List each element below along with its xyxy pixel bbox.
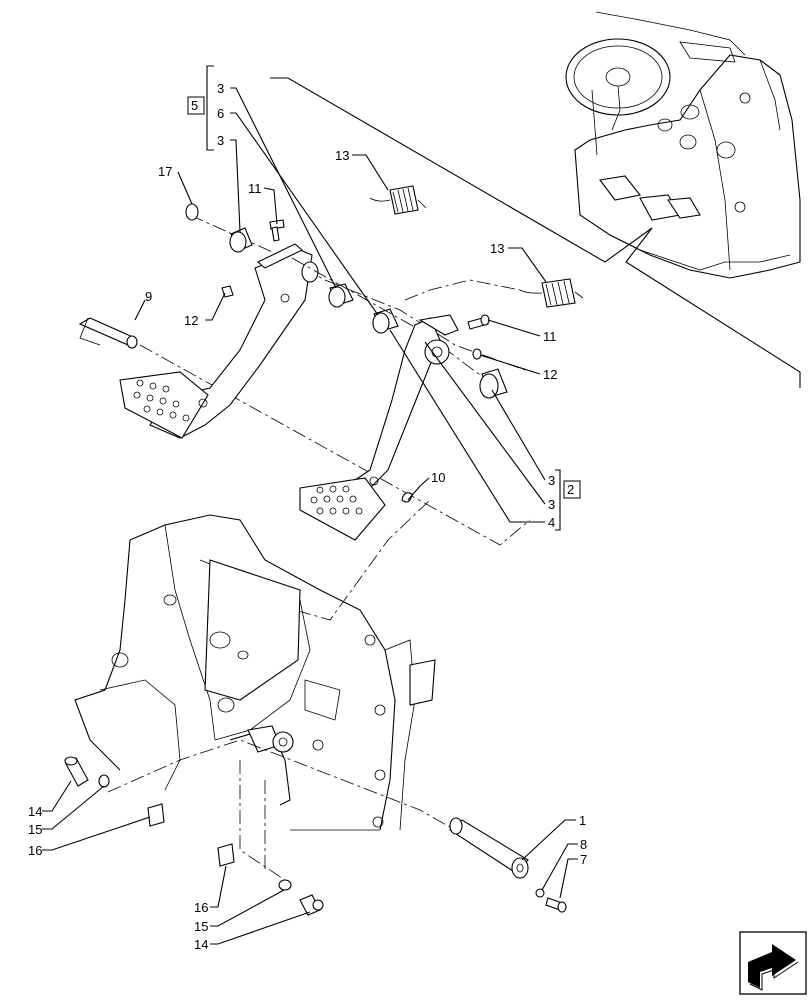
washer-15-lower <box>278 879 292 891</box>
callout-2: 2 <box>567 482 574 497</box>
callout-16-lower: 16 <box>194 900 208 915</box>
callout-3-upper-second: 3 <box>217 133 224 148</box>
tractor-cab-inset <box>565 11 801 279</box>
callout-1: 1 <box>579 813 586 828</box>
callout-11-lower: 11 <box>543 329 557 344</box>
nut-12-lower <box>472 348 482 360</box>
next-page-arrow-icon[interactable] <box>739 931 807 995</box>
assembly-line <box>239 760 286 881</box>
callout-8: 8 <box>580 837 587 852</box>
callout-10: 10 <box>431 470 445 485</box>
bushing-3-lower <box>479 368 508 399</box>
bushing-6 <box>372 308 399 334</box>
group-bracket-5: 5 <box>187 65 214 151</box>
right-pedal-assembly <box>291 257 521 541</box>
pedal-bracket-chassis <box>74 499 436 831</box>
callout-15-lower: 15 <box>194 919 208 934</box>
callout-4: 4 <box>548 515 555 530</box>
left-pedal-assembly <box>119 214 531 546</box>
bolt-7 <box>545 897 567 913</box>
pivot-shaft-1 <box>449 817 529 879</box>
circlip-17 <box>185 203 199 221</box>
clip-16-lower <box>217 843 235 867</box>
inset-leader-line <box>625 227 801 388</box>
callout-3-lower: 3 <box>548 473 555 488</box>
callout-9: 9 <box>145 289 152 304</box>
group-bracket-2: 2 <box>555 469 581 531</box>
spring-13-lower <box>519 278 584 308</box>
bushing-3-upper <box>229 227 253 253</box>
inset-leader-line <box>270 77 653 263</box>
callout-15-left: 15 <box>28 822 42 837</box>
callout-3-upper: 3 <box>217 81 224 96</box>
callout-3-lower-second: 3 <box>548 497 555 512</box>
pin-9 <box>78 317 138 349</box>
washer-15-left <box>98 774 110 788</box>
callout-14-left: 14 <box>28 804 42 819</box>
pin-14-left <box>64 756 89 787</box>
callout-16-left: 16 <box>28 843 42 858</box>
callout-13-upper: 13 <box>335 148 349 163</box>
bushing-3-middle <box>328 283 354 308</box>
callout-5: 5 <box>191 98 198 113</box>
callout-leaders <box>42 87 578 945</box>
callout-13-lower: 13 <box>490 241 504 256</box>
callout-6: 6 <box>217 106 224 121</box>
callout-11-upper: 11 <box>248 181 262 196</box>
clip-10 <box>401 492 413 503</box>
bolt-11-lower <box>467 314 490 330</box>
callout-7: 7 <box>580 852 587 867</box>
callout-17: 17 <box>158 164 172 179</box>
callout-12-upper: 12 <box>184 313 198 328</box>
spring-13-upper <box>369 185 427 215</box>
washer-8 <box>535 888 545 898</box>
pin-14-lower <box>299 894 324 916</box>
clip-16-left <box>147 803 165 827</box>
bolt-11-upper <box>269 219 285 242</box>
callout-14-lower: 14 <box>194 937 208 952</box>
assembly-line <box>107 739 456 831</box>
callout-12-lower: 12 <box>543 367 557 382</box>
callout-labels: 3 6 3 17 11 13 13 9 12 11 12 10 3 3 4 1 … <box>28 81 587 952</box>
